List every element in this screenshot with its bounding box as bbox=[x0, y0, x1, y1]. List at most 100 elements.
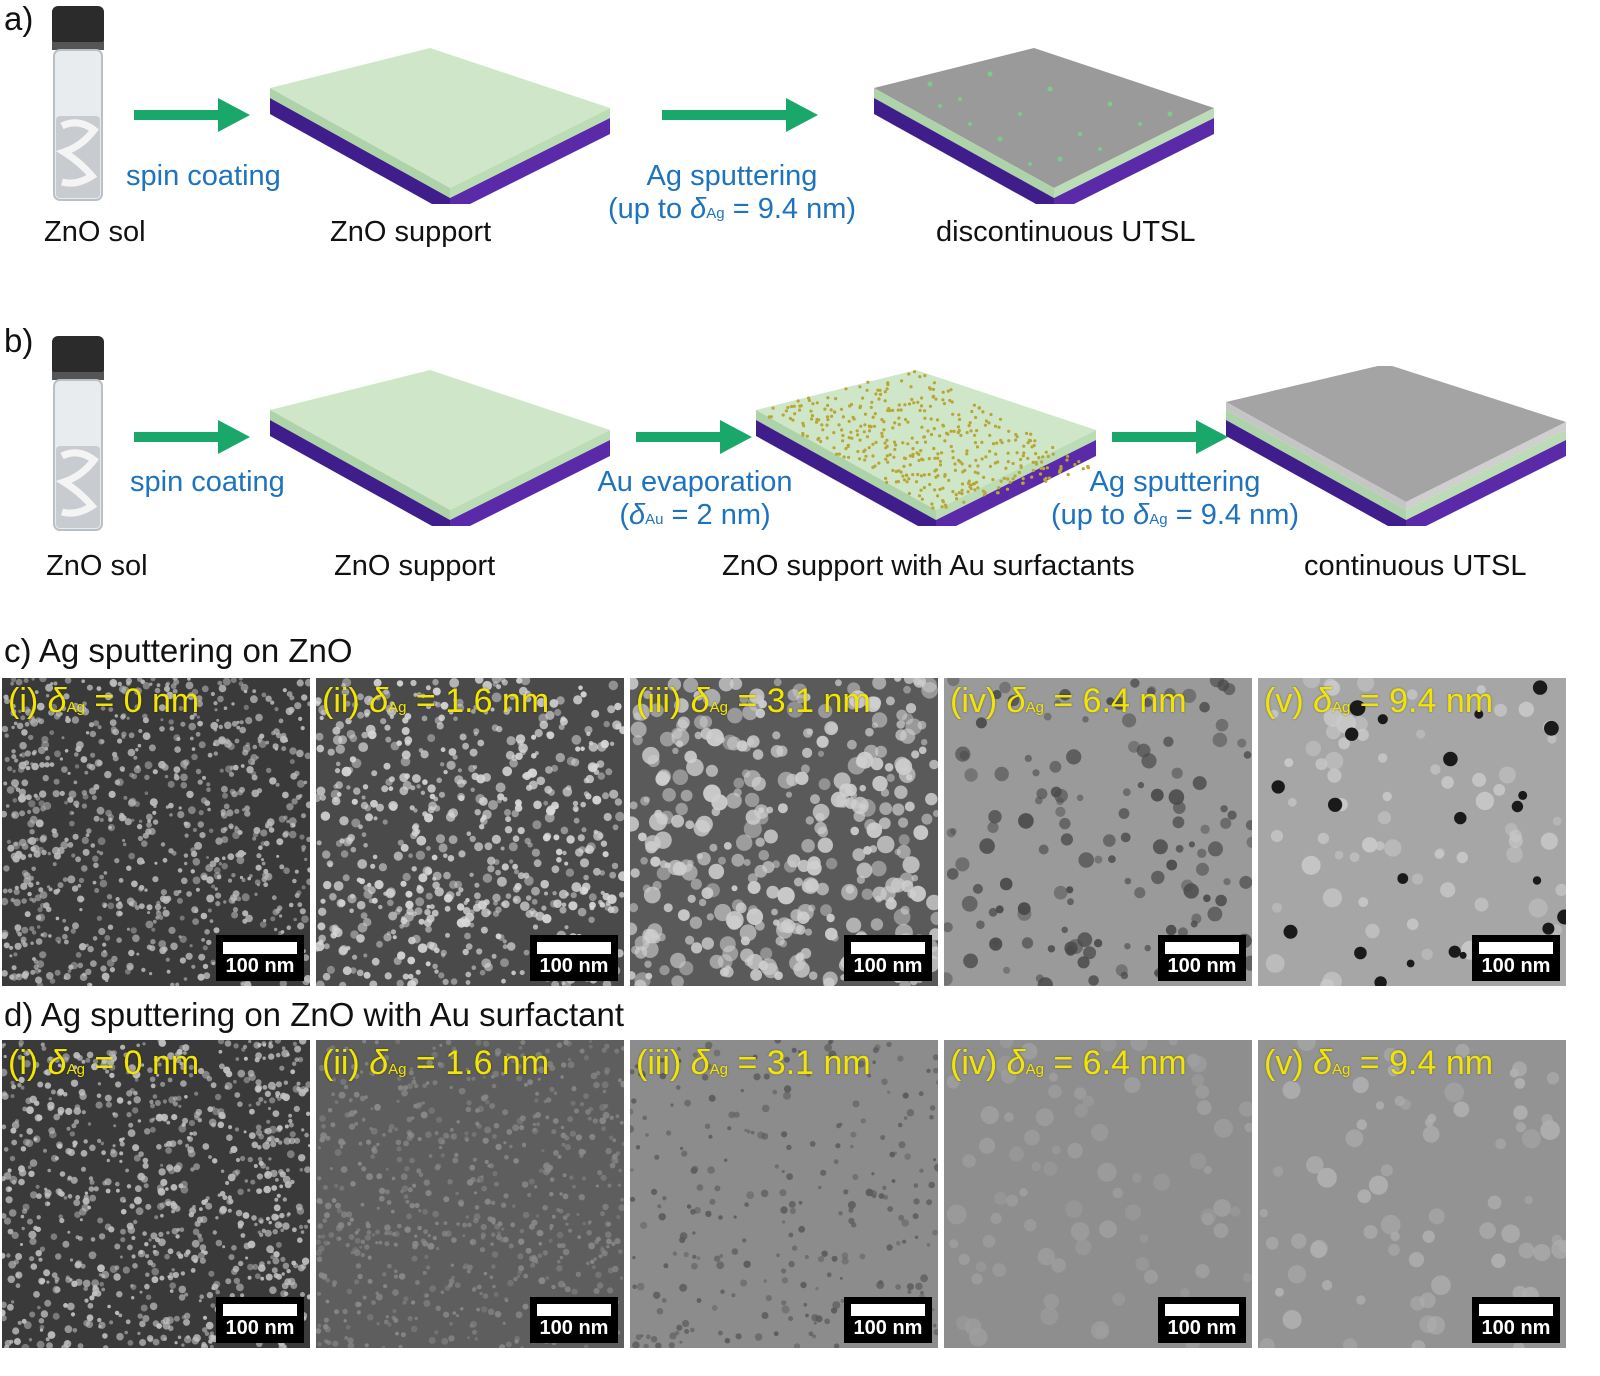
scale-bar: 100 nm bbox=[216, 1297, 304, 1343]
delta-subscript: Ag bbox=[1332, 699, 1351, 716]
sem-image: (ii) δAg = 1.6 nm 100 nm bbox=[316, 1040, 624, 1348]
sem-label: (i) δAg = 0 nm bbox=[8, 1044, 199, 1083]
discontinuous-utsl-slab bbox=[874, 48, 1214, 204]
zno-support-slab bbox=[270, 48, 610, 204]
sem-value: = 0 nm bbox=[84, 682, 200, 720]
sem-value: = 1.6 nm bbox=[406, 682, 550, 720]
sem-value: = 3.1 nm bbox=[728, 1044, 871, 1082]
delta-subscript: Au bbox=[645, 511, 664, 528]
sem-value: = 3.1 nm bbox=[728, 682, 871, 720]
step-line1: Ag sputtering bbox=[646, 160, 818, 192]
sem-label: (iv) δAg = 6.4 nm bbox=[950, 682, 1187, 721]
panel-a-letter: a) bbox=[4, 0, 34, 37]
scale-bar: 100 nm bbox=[844, 935, 932, 981]
scale-bar: 100 nm bbox=[844, 1297, 932, 1343]
step-line2: (up to δAg = 9.4 nm) bbox=[596, 193, 868, 226]
sem-texture bbox=[316, 678, 624, 986]
sem-texture bbox=[1265, 678, 1566, 986]
sem-index: (ii) bbox=[322, 1044, 370, 1082]
sem-index: (iii) bbox=[636, 1044, 691, 1082]
vial-icon bbox=[52, 336, 104, 531]
sem-index: (i) bbox=[8, 682, 48, 720]
delta-symbol: δ bbox=[1313, 1044, 1332, 1082]
zno-support-slab bbox=[270, 370, 610, 526]
step-suffix: = 9.4 nm) bbox=[724, 193, 857, 225]
delta-symbol: δ bbox=[47, 1044, 67, 1082]
step-ag-sputtering: Ag sputtering (up to δAg = 9.4 nm) bbox=[1040, 466, 1310, 532]
step-line1: Au evaporation bbox=[597, 466, 793, 498]
vial-icon bbox=[52, 6, 104, 201]
sem-image: (iii) δAg = 3.1 nm 100 nm bbox=[630, 678, 938, 986]
scale-bar: 100 nm bbox=[1158, 1297, 1246, 1343]
scale-bar-label: 100 nm bbox=[539, 955, 609, 977]
label-zno-sol: ZnO sol bbox=[46, 550, 148, 582]
sem-value: = 9.4 nm bbox=[1350, 1044, 1494, 1082]
delta-symbol: δ bbox=[629, 499, 646, 531]
sem-label: (iii) δAg = 3.1 nm bbox=[636, 682, 871, 721]
sem-image: (iv) δAg = 6.4 nm 100 nm bbox=[944, 678, 1252, 986]
delta-symbol: δ bbox=[690, 193, 707, 225]
label-zno-support: ZnO support bbox=[330, 216, 492, 248]
scale-bar-line bbox=[1165, 942, 1239, 954]
sem-value: = 1.6 nm bbox=[406, 1044, 550, 1082]
label-zno-support: ZnO support bbox=[334, 550, 496, 582]
sem-texture bbox=[316, 1040, 624, 1348]
panel-d-title: d) Ag sputtering on ZnO with Au surfacta… bbox=[4, 996, 625, 1033]
delta-symbol: δ bbox=[369, 1044, 389, 1082]
scale-bar-line bbox=[1479, 1304, 1553, 1316]
delta-symbol: δ bbox=[1006, 682, 1026, 720]
scale-bar-line bbox=[851, 1304, 925, 1316]
delta-symbol: δ bbox=[690, 1044, 710, 1082]
delta-subscript: Ag bbox=[1025, 1061, 1044, 1078]
scale-bar-label: 100 nm bbox=[225, 1317, 295, 1339]
scale-bar-label: 100 nm bbox=[225, 955, 295, 977]
step-line2: (δAu = 2 nm) bbox=[574, 499, 816, 532]
sem-label: (iii) δAg = 3.1 nm bbox=[636, 1044, 871, 1083]
sem-texture bbox=[1259, 1040, 1566, 1348]
arrow-icon bbox=[636, 420, 752, 454]
scale-bar-label: 100 nm bbox=[1167, 1317, 1237, 1339]
delta-symbol: δ bbox=[1006, 1044, 1026, 1082]
scale-bar: 100 nm bbox=[1472, 935, 1560, 981]
scale-bar: 100 nm bbox=[530, 935, 618, 981]
sem-label: (ii) δAg = 1.6 nm bbox=[322, 1044, 549, 1083]
label-discontinuous-utsl: discontinuous UTSL bbox=[936, 216, 1196, 248]
sem-index: (ii) bbox=[322, 682, 370, 720]
step-prefix: (up to bbox=[1050, 499, 1134, 531]
sem-index: (iii) bbox=[636, 682, 691, 720]
delta-subscript: Ag bbox=[66, 699, 85, 716]
sem-image: (i) δAg = 0 nm 100 nm bbox=[2, 1040, 310, 1348]
scale-bar-line bbox=[1479, 942, 1553, 954]
scale-bar-label: 100 nm bbox=[1481, 955, 1551, 977]
sem-value: = 6.4 nm bbox=[1043, 1044, 1187, 1082]
arrow-icon bbox=[134, 98, 250, 132]
sem-index: (iv) bbox=[950, 1044, 1007, 1082]
sem-image: (i) δAg = 0 nm 100 nm bbox=[2, 678, 310, 986]
scale-bar-line bbox=[537, 942, 611, 954]
scale-bar: 100 nm bbox=[530, 1297, 618, 1343]
scale-bar-line bbox=[1165, 1304, 1239, 1316]
step-prefix: (up to bbox=[607, 193, 691, 225]
sem-texture bbox=[2, 678, 310, 986]
panel-b-letter: b) bbox=[4, 322, 34, 359]
delta-symbol: δ bbox=[47, 682, 67, 720]
delta-subscript: Ag bbox=[706, 205, 725, 222]
sem-texture bbox=[630, 1040, 938, 1348]
delta-subscript: Ag bbox=[1149, 511, 1168, 528]
label-zno-au-surfactants: ZnO support with Au surfactants bbox=[722, 550, 1135, 582]
scale-bar-line bbox=[223, 942, 297, 954]
delta-subscript: Ag bbox=[388, 699, 407, 716]
sem-label: (i) δAg = 0 nm bbox=[8, 682, 199, 721]
step-prefix: ( bbox=[619, 499, 629, 531]
step-au-evaporation: Au evaporation (δAu = 2 nm) bbox=[574, 466, 816, 532]
sem-texture bbox=[2, 1040, 310, 1348]
delta-symbol: δ bbox=[1133, 499, 1150, 531]
scale-bar-label: 100 nm bbox=[1167, 955, 1237, 977]
label-continuous-utsl: continuous UTSL bbox=[1304, 550, 1527, 582]
sem-texture bbox=[946, 1040, 1252, 1348]
arrow-icon bbox=[1112, 420, 1228, 454]
step-suffix: = 9.4 nm) bbox=[1167, 499, 1300, 531]
